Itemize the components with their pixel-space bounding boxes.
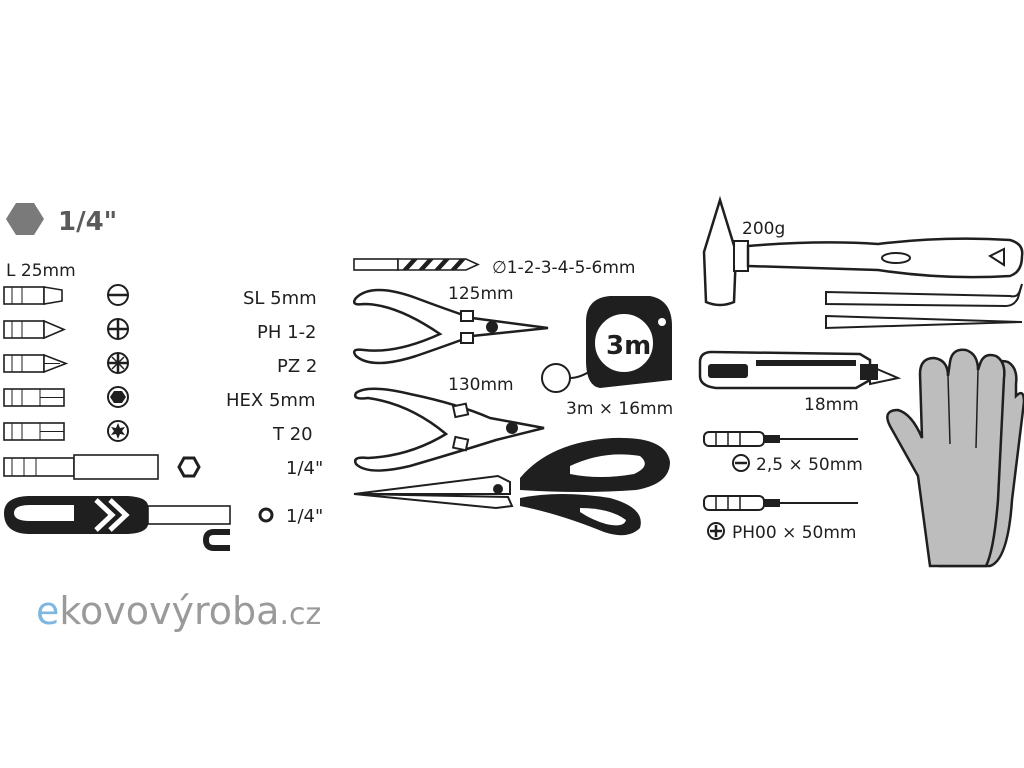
drill-bit-label: ∅1-2-3-4-5-6mm <box>492 258 636 278</box>
magnet-icon <box>202 529 230 551</box>
bit-phillips <box>3 319 67 340</box>
long-nose-pliers <box>353 288 549 365</box>
svg-text:ekovovýroba.cz: ekovovýroba.cz <box>36 589 321 633</box>
bit-holder-label: 1/4" <box>286 458 323 479</box>
ring-icon <box>258 507 274 523</box>
phillips-bit-icon <box>107 318 129 340</box>
bit-label-slotted: SL 5mm <box>243 288 317 309</box>
hammer-label: 200g <box>742 219 785 239</box>
bit-pozidriv <box>3 353 69 374</box>
precision-screwdriver-flat <box>703 431 858 447</box>
pick-tool <box>825 283 1023 330</box>
work-gloves <box>886 348 1024 568</box>
bit-label-torx: T 20 <box>272 424 313 445</box>
pozidriv-bit-icon <box>107 352 129 374</box>
hex-bit-icon <box>107 386 129 408</box>
bit-torx <box>3 422 65 441</box>
bit-hex <box>3 388 65 407</box>
scissors <box>353 437 670 536</box>
bit-label-hex: HEX 5mm <box>226 390 315 411</box>
bit-length-label: L 25mm <box>6 261 76 281</box>
hex-socket-icon <box>177 456 201 478</box>
phillips-head-icon <box>707 522 725 540</box>
precision-ph-label: PH00 × 50mm <box>732 523 856 543</box>
flat-head-icon <box>732 454 750 472</box>
hex-drive-icon <box>6 203 44 235</box>
precision-flat-label: 2,5 × 50mm <box>756 455 863 475</box>
knife-label: 18mm <box>804 395 859 415</box>
site-logo: ekovovýroba.cz <box>36 589 321 633</box>
screwdriver-handle <box>4 496 231 534</box>
precision-screwdriver-ph <box>703 495 858 511</box>
tape-measure: 3m <box>541 296 672 393</box>
bit-label-pozidriv: PZ 2 <box>277 356 317 377</box>
bit-label-phillips: PH 1-2 <box>257 322 317 343</box>
tape-label: 3m × 16mm <box>566 399 673 419</box>
utility-knife <box>698 350 902 390</box>
tape-badge: 3m <box>606 331 651 361</box>
screwdriver-label: 1/4" <box>286 506 323 527</box>
cutter-label: 130mm <box>448 375 514 395</box>
bit-holder <box>3 454 159 480</box>
pliers-label: 125mm <box>448 284 514 304</box>
logo-part-cz: .cz <box>279 597 321 632</box>
drive-size-label: 1/4" <box>58 207 117 237</box>
torx-bit-icon <box>107 420 129 442</box>
diagonal-cutter <box>354 387 545 472</box>
slotted-bit-icon <box>107 284 129 306</box>
logo-part-kovovyroba: kovovýroba <box>59 589 279 633</box>
bit-slotted <box>3 286 63 305</box>
drill-bit <box>353 258 480 271</box>
logo-part-e: e <box>36 589 59 633</box>
hammer <box>702 195 1024 307</box>
